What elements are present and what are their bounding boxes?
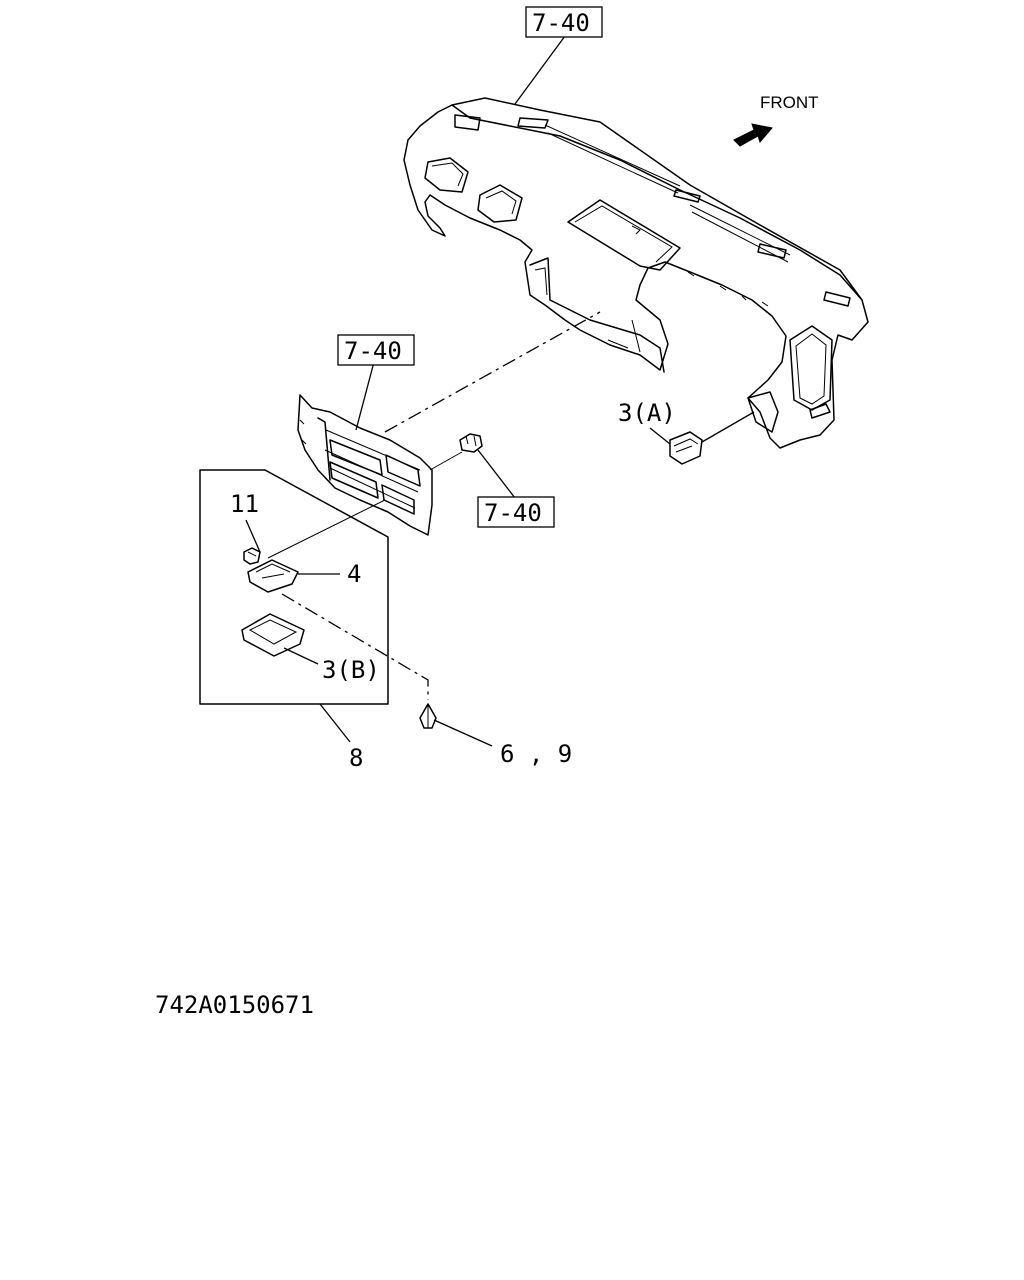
- reference-label-top: 7-40: [532, 9, 590, 37]
- leader-3a: [649, 427, 671, 445]
- part-label-4: 4: [347, 560, 361, 588]
- centerline-bezel-to-panel: [384, 311, 601, 433]
- screw-drawing: [419, 703, 437, 729]
- connector-4-to-bezel: [267, 499, 386, 559]
- reference-box-middle: 7-40: [337, 334, 415, 366]
- clip-part-drawing: [459, 433, 483, 453]
- leader-middle-ref: [355, 361, 375, 431]
- leader-8: [319, 703, 351, 743]
- part-label-6-9: 6 , 9: [500, 740, 572, 768]
- leader-top-ref: [514, 35, 566, 105]
- leader-6-9: [433, 719, 493, 747]
- part-label-8: 8: [349, 744, 363, 772]
- reference-label-middle: 7-40: [344, 337, 402, 365]
- front-direction-label: FRONT: [760, 93, 819, 112]
- leader-right-ref: [477, 449, 516, 499]
- part-label-11: 11: [230, 490, 259, 518]
- centerline-4-to-screw: [281, 593, 429, 700]
- front-arrow-icon: [733, 123, 773, 147]
- clip-connector-line: [429, 451, 463, 471]
- instrument-panel-drawing: [403, 97, 869, 449]
- drawing-code: 742A0150671: [155, 991, 314, 1019]
- part-11-drawing: [243, 547, 261, 565]
- part-3b-drawing: [241, 613, 305, 657]
- part-3a-drawing: [669, 431, 703, 465]
- reference-label-right: 7-40: [484, 499, 542, 527]
- connector-3a-to-panel: [701, 411, 755, 443]
- part-label-3a: 3(A): [618, 399, 676, 427]
- leader-3b: [283, 647, 319, 665]
- center-bezel-drawing: [297, 394, 433, 536]
- kit-boundary: [199, 469, 389, 705]
- part-label-3b: 3(B): [322, 656, 380, 684]
- part-4-drawing: [247, 559, 299, 593]
- reference-box-right: 7-40: [477, 496, 555, 528]
- leader-11: [245, 519, 261, 553]
- reference-box-top: 7-40: [525, 6, 603, 38]
